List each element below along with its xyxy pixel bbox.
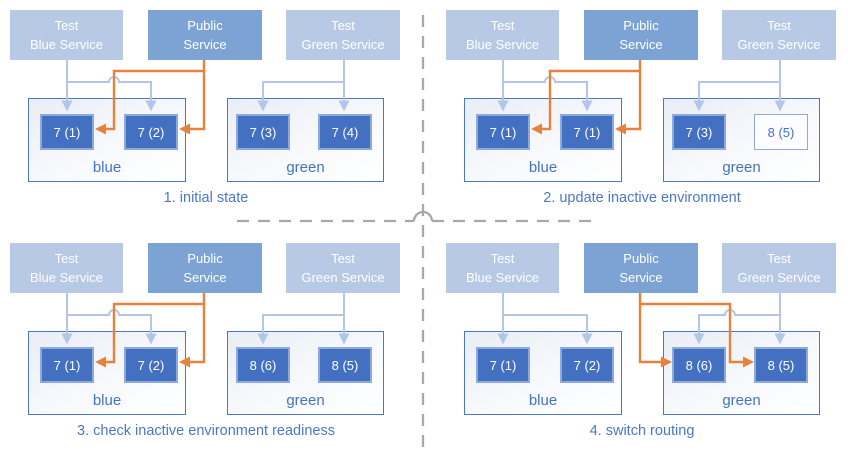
test-blue-connector xyxy=(66,60,152,101)
blue-node-2: 7 (2) xyxy=(124,114,178,150)
step-caption: 4. switch routing xyxy=(589,423,695,439)
public-service-box: Public Service xyxy=(148,243,262,293)
test-green-service-label-line2: Green Service xyxy=(301,270,385,285)
blue-node-2-label: 7 (2) xyxy=(137,357,165,373)
public-service-box: Public Service xyxy=(148,10,262,60)
green-node-1-label: 8 (6) xyxy=(249,357,277,373)
green-environment-label: green xyxy=(722,392,761,409)
public-service-label-line1: Public xyxy=(623,18,659,33)
divider-crossing-hop xyxy=(412,210,434,222)
test-blue-service-box: Test Blue Service xyxy=(10,10,123,60)
blue-environment-label: blue xyxy=(92,392,122,409)
test-blue-service-label-line2: Blue Service xyxy=(466,37,539,52)
test-green-service-label-line1: Test xyxy=(767,251,791,266)
blue-node-1-label: 7 (1) xyxy=(53,124,81,140)
blue-node-2-label: 7 (2) xyxy=(573,357,601,373)
panel-switch-routing: Test Blue Service Public Service Test Gr… xyxy=(436,233,848,455)
test-green-service-box: Test Green Service xyxy=(286,243,400,293)
step-caption: 1. initial state xyxy=(163,190,249,206)
green-node-1-label: 7 (3) xyxy=(685,124,713,140)
green-node-2-label: 7 (4) xyxy=(331,124,359,140)
green-node-2: 7 (4) xyxy=(318,114,372,150)
test-green-connector xyxy=(262,60,345,101)
test-green-service-label-line1: Test xyxy=(767,18,791,33)
test-green-connector xyxy=(698,60,781,101)
blue-node-1-label: 7 (1) xyxy=(489,357,517,373)
blue-node-1: 7 (1) xyxy=(476,347,530,383)
test-blue-service-label-line2: Blue Service xyxy=(30,270,103,285)
blue-node-1: 7 (1) xyxy=(40,114,94,150)
green-node-1-label: 8 (6) xyxy=(685,357,713,373)
green-node-1: 8 (6) xyxy=(236,347,290,383)
green-node-1-label: 7 (3) xyxy=(249,124,277,140)
blue-environment-label: blue xyxy=(528,159,558,176)
public-service-box: Public Service xyxy=(584,10,698,60)
test-blue-service-label-line1: Test xyxy=(54,251,79,266)
green-node-1: 8 (6) xyxy=(672,347,726,383)
test-green-service-box: Test Green Service xyxy=(722,243,836,293)
blue-node-2-label: 7 (2) xyxy=(137,124,165,140)
test-green-service-label-line2: Green Service xyxy=(301,37,385,52)
blue-environment-label: blue xyxy=(528,392,558,409)
test-green-service-box: Test Green Service xyxy=(722,10,836,60)
test-blue-service-box: Test Blue Service xyxy=(446,10,559,60)
green-environment-label: green xyxy=(286,392,325,409)
green-node-2-label: 8 (5) xyxy=(767,124,795,140)
step-caption: 3. check inactive environment readiness xyxy=(77,423,335,439)
public-service-label-line2: Service xyxy=(619,270,663,285)
green-node-1: 7 (3) xyxy=(672,114,726,150)
test-green-service-label-line1: Test xyxy=(331,251,355,266)
blue-node-1-label: 7 (1) xyxy=(53,357,81,373)
green-node-2-label: 8 (5) xyxy=(331,357,359,373)
public-service-label-line2: Service xyxy=(619,37,663,52)
green-node-2: 8 (5) xyxy=(754,347,808,383)
green-environment-label: green xyxy=(722,159,761,176)
green-node-2: 8 (5) xyxy=(754,114,808,150)
panel-update-inactive-environment: Test Blue Service Public Service Test Gr… xyxy=(436,0,848,222)
public-service-label-line2: Service xyxy=(183,37,227,52)
panel-initial-state: Test Blue Service Public Service Test Gr… xyxy=(0,0,412,222)
panel-check-inactive-environment-readiness: Test Blue Service Public Service Test Gr… xyxy=(0,233,412,455)
blue-node-2: 7 (1) xyxy=(560,114,614,150)
public-service-label-line1: Public xyxy=(187,251,223,266)
test-blue-service-box: Test Blue Service xyxy=(10,243,123,293)
test-blue-service-label-line1: Test xyxy=(490,251,515,266)
blue-node-2: 7 (2) xyxy=(560,347,614,383)
test-green-service-label-line1: Test xyxy=(331,18,355,33)
test-blue-service-box: Test Blue Service xyxy=(446,243,559,293)
test-green-service-label-line2: Green Service xyxy=(737,270,821,285)
green-environment-label: green xyxy=(286,159,325,176)
blue-node-1: 7 (1) xyxy=(476,114,530,150)
blue-environment-label: blue xyxy=(92,159,122,176)
blue-node-1-label: 7 (1) xyxy=(489,124,517,140)
public-service-box: Public Service xyxy=(584,243,698,293)
test-green-service-label-line2: Green Service xyxy=(737,37,821,52)
test-green-connector xyxy=(698,293,781,334)
test-blue-connector xyxy=(502,60,588,101)
blue-node-2-label: 7 (1) xyxy=(573,124,601,140)
green-node-2: 8 (5) xyxy=(318,347,372,383)
green-node-1: 7 (3) xyxy=(236,114,290,150)
test-blue-connector xyxy=(66,293,152,334)
public-service-label-line2: Service xyxy=(183,270,227,285)
public-service-label-line1: Public xyxy=(187,18,223,33)
test-blue-service-label-line1: Test xyxy=(54,18,79,33)
blue-node-2: 7 (2) xyxy=(124,347,178,383)
green-node-2-label: 8 (5) xyxy=(767,357,795,373)
public-service-label-line1: Public xyxy=(623,251,659,266)
step-caption: 2. update inactive environment xyxy=(543,190,741,206)
test-blue-service-label-line2: Blue Service xyxy=(466,270,539,285)
blue-node-1: 7 (1) xyxy=(40,347,94,383)
test-green-connector xyxy=(262,293,345,334)
test-blue-connector xyxy=(502,293,588,334)
test-green-service-box: Test Green Service xyxy=(286,10,400,60)
test-blue-service-label-line1: Test xyxy=(490,18,515,33)
test-blue-service-label-line2: Blue Service xyxy=(30,37,103,52)
